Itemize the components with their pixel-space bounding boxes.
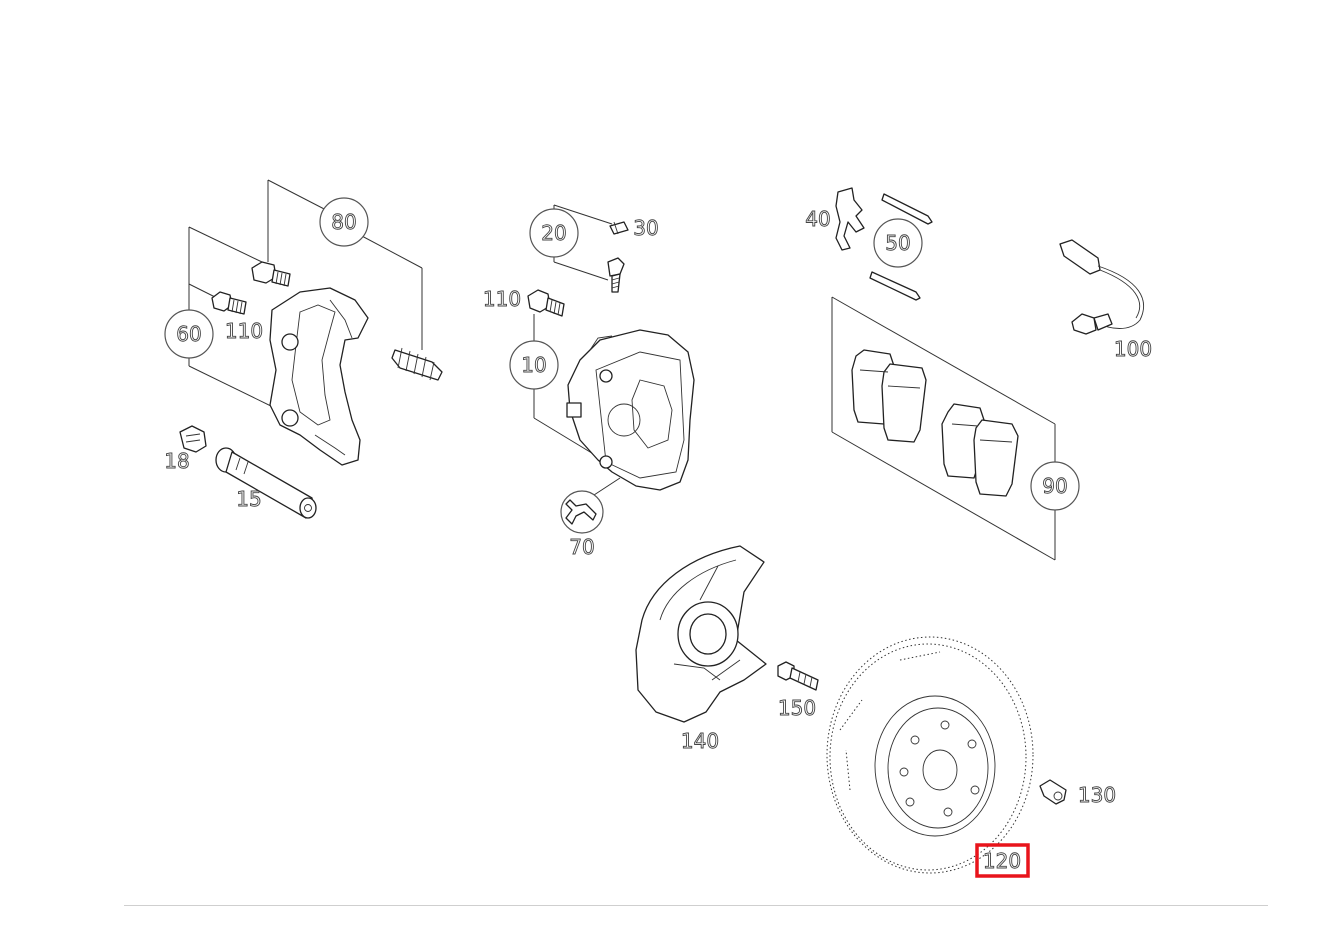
guide-pin-15 (215, 447, 317, 519)
label-70[interactable]: 70 (569, 535, 595, 560)
label-120-highlighted[interactable]: 120 (975, 843, 1030, 878)
label-30[interactable]: 30 (633, 216, 659, 241)
spring-80 (391, 347, 443, 381)
dust-shield-140 (635, 545, 767, 723)
bolt-110-left (211, 291, 247, 315)
label-18[interactable]: 18 (164, 449, 190, 474)
callout-80[interactable]: 80 (319, 197, 369, 247)
label-110-left[interactable]: 110 (224, 319, 263, 344)
svg-text:90: 90 (1042, 474, 1067, 498)
leader-group-80-60 (188, 179, 423, 409)
label-40[interactable]: 40 (805, 207, 831, 232)
label-110-center[interactable]: 110 (482, 287, 521, 312)
callout-20[interactable]: 20 (529, 208, 579, 258)
label-140[interactable]: 140 (680, 729, 719, 754)
caliper-carrier (269, 287, 369, 466)
callout-10[interactable]: 10 (509, 340, 559, 390)
svg-text:10: 10 (521, 353, 546, 377)
bolt-80 (251, 261, 291, 287)
svg-text:80: 80 (331, 210, 356, 234)
spring-clip-40 (835, 187, 865, 251)
pins-50 (869, 193, 933, 301)
bolt-110-center (527, 289, 565, 317)
bleeder-20 (607, 257, 625, 293)
label-100[interactable]: 100 (1113, 337, 1152, 362)
leader-group-90 (831, 296, 1056, 561)
bleeder-30 (609, 221, 629, 235)
svg-text:20: 20 (541, 221, 566, 245)
bolt-18 (179, 425, 207, 453)
screw-130 (1039, 779, 1067, 805)
callout-50[interactable]: 50 (873, 218, 923, 268)
label-130[interactable]: 130 (1077, 783, 1116, 808)
highlight-box (975, 843, 1030, 878)
label-150[interactable]: 150 (777, 696, 816, 721)
callout-90[interactable]: 90 (1030, 461, 1080, 511)
label-15[interactable]: 15 (236, 487, 262, 512)
wear-sensor-100 (1059, 239, 1144, 335)
tool-70 (560, 490, 604, 534)
brake-disc-120 (826, 636, 1034, 874)
wrench-icon (565, 499, 597, 525)
brake-caliper (566, 329, 695, 491)
leader-group-20-10 (533, 204, 621, 496)
brake-pads-90 (851, 349, 1019, 497)
callout-60[interactable]: 60 (164, 309, 214, 359)
bottom-divider (124, 905, 1268, 906)
svg-text:120: 120 (983, 849, 1021, 873)
svg-text:50: 50 (885, 231, 910, 255)
svg-text:60: 60 (176, 322, 201, 346)
bolt-150 (777, 661, 819, 691)
